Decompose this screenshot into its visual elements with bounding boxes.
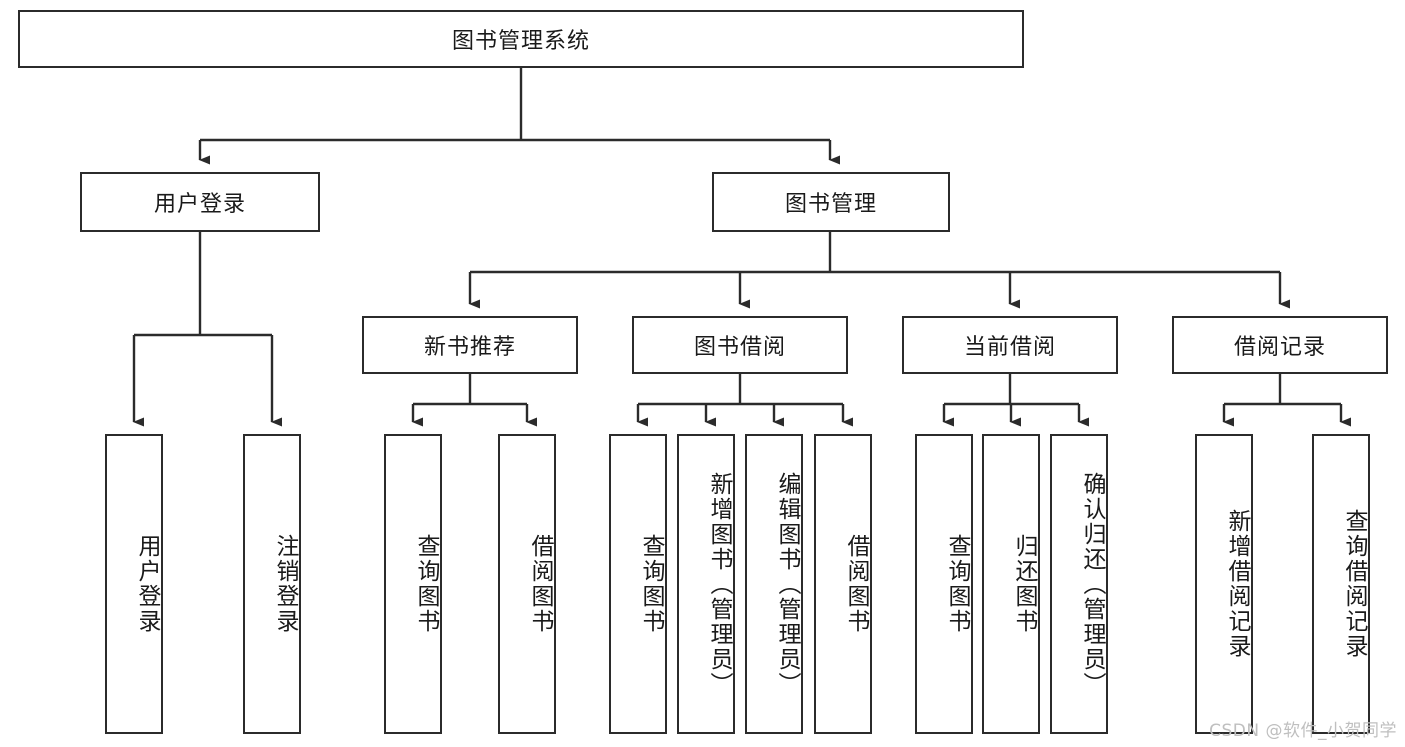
node-label: 用户登录 — [153, 192, 246, 217]
node-label: 查询图书 — [944, 534, 970, 634]
node-new-book-recommend[interactable]: 新书推荐 — [362, 316, 578, 374]
node-label: 借阅图书 — [843, 534, 869, 634]
node-label: 新书推荐 — [423, 335, 516, 360]
leaf-user-login[interactable]: 用户登录 — [105, 434, 163, 734]
leaf-borrow-book-recommend[interactable]: 借阅图书 — [498, 434, 556, 734]
node-label: 当前借阅 — [963, 335, 1056, 360]
node-label: 确认归还（管理员） — [1079, 471, 1105, 697]
node-label: 新增借阅记录 — [1224, 509, 1250, 659]
node-label: 编辑图书（管理员） — [774, 471, 800, 697]
node-label: 新增图书（管理员） — [706, 471, 732, 697]
node-label: 图书管理系统 — [451, 29, 590, 54]
leaf-logout[interactable]: 注销登录 — [243, 434, 301, 734]
watermark: CSDN @软件_小贺同学 — [1209, 721, 1397, 741]
node-label: 借阅图书 — [527, 534, 553, 634]
node-label: 借阅记录 — [1233, 335, 1326, 360]
leaf-return-book[interactable]: 归还图书 — [982, 434, 1040, 734]
node-current-borrow[interactable]: 当前借阅 — [902, 316, 1118, 374]
leaf-query-book-recommend[interactable]: 查询图书 — [384, 434, 442, 734]
node-book-borrow[interactable]: 图书借阅 — [632, 316, 848, 374]
node-label: 用户登录 — [134, 534, 160, 634]
node-label: 图书管理 — [784, 192, 877, 217]
leaf-confirm-return-admin[interactable]: 确认归还（管理员） — [1050, 434, 1108, 734]
leaf-add-book-admin[interactable]: 新增图书（管理员） — [677, 434, 735, 734]
leaf-query-book-current[interactable]: 查询图书 — [915, 434, 973, 734]
node-label: 查询图书 — [413, 534, 439, 634]
leaf-borrow-book[interactable]: 借阅图书 — [814, 434, 872, 734]
node-label: 注销登录 — [272, 534, 298, 634]
node-book-management[interactable]: 图书管理 — [712, 172, 950, 232]
node-user-login[interactable]: 用户登录 — [80, 172, 320, 232]
node-label: 查询图书 — [638, 534, 664, 634]
leaf-add-borrow-record[interactable]: 新增借阅记录 — [1195, 434, 1253, 734]
node-label: 归还图书 — [1011, 534, 1037, 634]
leaf-query-borrow-record[interactable]: 查询借阅记录 — [1312, 434, 1370, 734]
leaf-query-book-borrow[interactable]: 查询图书 — [609, 434, 667, 734]
node-label: 查询借阅记录 — [1341, 509, 1367, 659]
node-borrow-record[interactable]: 借阅记录 — [1172, 316, 1388, 374]
leaf-edit-book-admin[interactable]: 编辑图书（管理员） — [745, 434, 803, 734]
node-root-book-management-system[interactable]: 图书管理系统 — [18, 10, 1024, 68]
node-label: 图书借阅 — [693, 335, 786, 360]
